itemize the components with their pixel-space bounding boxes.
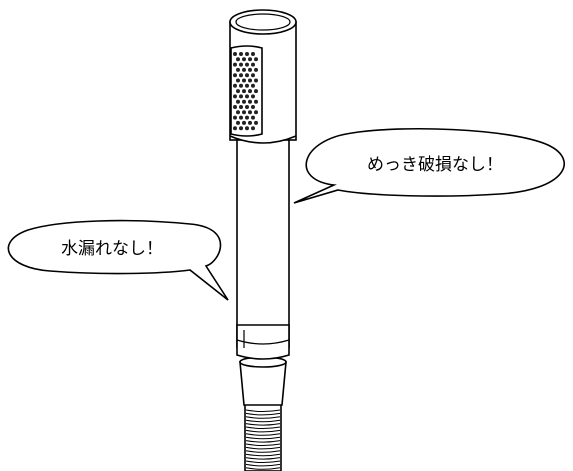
nozzle-dot — [242, 57, 246, 62]
nozzle-dot — [236, 57, 240, 62]
nozzle-dot — [242, 120, 246, 125]
hose-coil-line — [245, 416, 281, 419]
hose-coil-line — [245, 440, 281, 443]
nozzle-dot — [248, 110, 252, 115]
nozzle-dot — [248, 67, 252, 72]
nozzle-dot — [245, 73, 249, 78]
nozzle-dot — [245, 115, 249, 120]
hose-coil-line — [245, 426, 281, 429]
nozzle-dot — [236, 99, 240, 104]
nozzle-dot — [233, 115, 237, 120]
nozzle-dot — [248, 120, 252, 125]
nozzle-dot — [254, 89, 258, 94]
nozzle-dot — [239, 126, 243, 131]
hose-coil-line — [245, 409, 281, 412]
nozzle-dot — [248, 99, 252, 104]
hose-coil-line — [245, 419, 281, 423]
plating-callout-text: めっき破損なし！ — [367, 155, 503, 175]
nozzle-dot — [245, 52, 249, 56]
nozzle-dot — [254, 57, 258, 62]
plating-callout: めっき破損なし！ — [293, 127, 566, 204]
handle-collar — [236, 324, 290, 360]
hose-coil-line — [245, 429, 281, 433]
hose-coil-line — [245, 463, 281, 467]
hose-coil-line — [245, 467, 281, 470]
nozzle-dot — [254, 120, 258, 125]
nozzle-dot — [239, 62, 243, 67]
nozzle-dot — [242, 78, 246, 83]
nozzle-dot — [233, 126, 237, 131]
spray-nozzles — [233, 52, 258, 131]
hose-coil-line — [245, 412, 281, 416]
nozzle-dot — [233, 83, 237, 88]
hose-coil-line — [245, 433, 281, 436]
nozzle-dot — [236, 89, 240, 94]
hose-coil-line — [245, 450, 281, 453]
nozzle-dot — [233, 62, 237, 67]
nozzle-dot — [242, 110, 246, 115]
nozzle-dot — [233, 73, 237, 78]
hose-coil-line — [245, 453, 281, 457]
nozzle-dot — [239, 94, 243, 99]
nozzle-dot — [239, 73, 243, 78]
nozzle-dot — [245, 62, 249, 67]
nozzle-dot — [233, 94, 237, 99]
nozzle-dot — [254, 110, 258, 115]
nozzle-dot — [248, 78, 252, 83]
hose-coils — [245, 409, 281, 470]
nozzle-dot — [251, 115, 255, 120]
leak-callout-bubble — [7, 219, 229, 301]
nozzle-dot — [242, 89, 246, 94]
nozzle-dot — [248, 57, 252, 62]
hose-coil-line — [245, 460, 281, 463]
nozzle-dot — [236, 78, 240, 83]
leak-callout-text: 水漏れなし！ — [61, 239, 163, 259]
nozzle-dot — [251, 126, 255, 131]
plating-callout-bubble — [293, 127, 566, 204]
nozzle-dot — [239, 52, 243, 56]
nozzle-dot — [251, 105, 255, 109]
hose-coil-line — [245, 436, 281, 440]
nozzle-dot — [251, 62, 255, 67]
nozzle-dot — [251, 83, 255, 88]
nozzle-dot — [245, 83, 249, 88]
nozzle-dot — [251, 73, 255, 78]
nozzle-dot — [236, 67, 240, 72]
hose-coil-line — [245, 443, 281, 446]
nozzle-dot — [239, 115, 243, 120]
nozzle-dot — [245, 94, 249, 99]
nozzle-dot — [239, 105, 243, 109]
nozzle-dot — [251, 94, 255, 99]
nozzle-dot — [254, 99, 258, 104]
nozzle-dot — [251, 52, 255, 56]
nozzle-dot — [239, 83, 243, 88]
nozzle-dot — [245, 105, 249, 109]
nozzle-dot — [233, 52, 237, 56]
hose-coil-line — [245, 457, 281, 460]
nozzle-dot — [236, 110, 240, 115]
nozzle-dot — [236, 120, 240, 125]
nozzle-dot — [242, 67, 246, 72]
hose-coil-line — [245, 446, 281, 450]
nozzle-dot — [233, 105, 237, 109]
nozzle-dot — [254, 67, 258, 72]
nozzle-dot — [254, 78, 258, 83]
hose-connector — [239, 361, 287, 406]
nozzle-dot — [242, 99, 246, 104]
nozzle-dot — [248, 89, 252, 94]
nozzle-dot — [245, 126, 249, 131]
hose-coil-line — [245, 423, 281, 426]
handheld-shower-icon — [229, 9, 297, 471]
leak-callout: 水漏れなし！ — [7, 219, 229, 301]
handle-tube — [236, 134, 290, 348]
shower-hose — [244, 399, 282, 471]
